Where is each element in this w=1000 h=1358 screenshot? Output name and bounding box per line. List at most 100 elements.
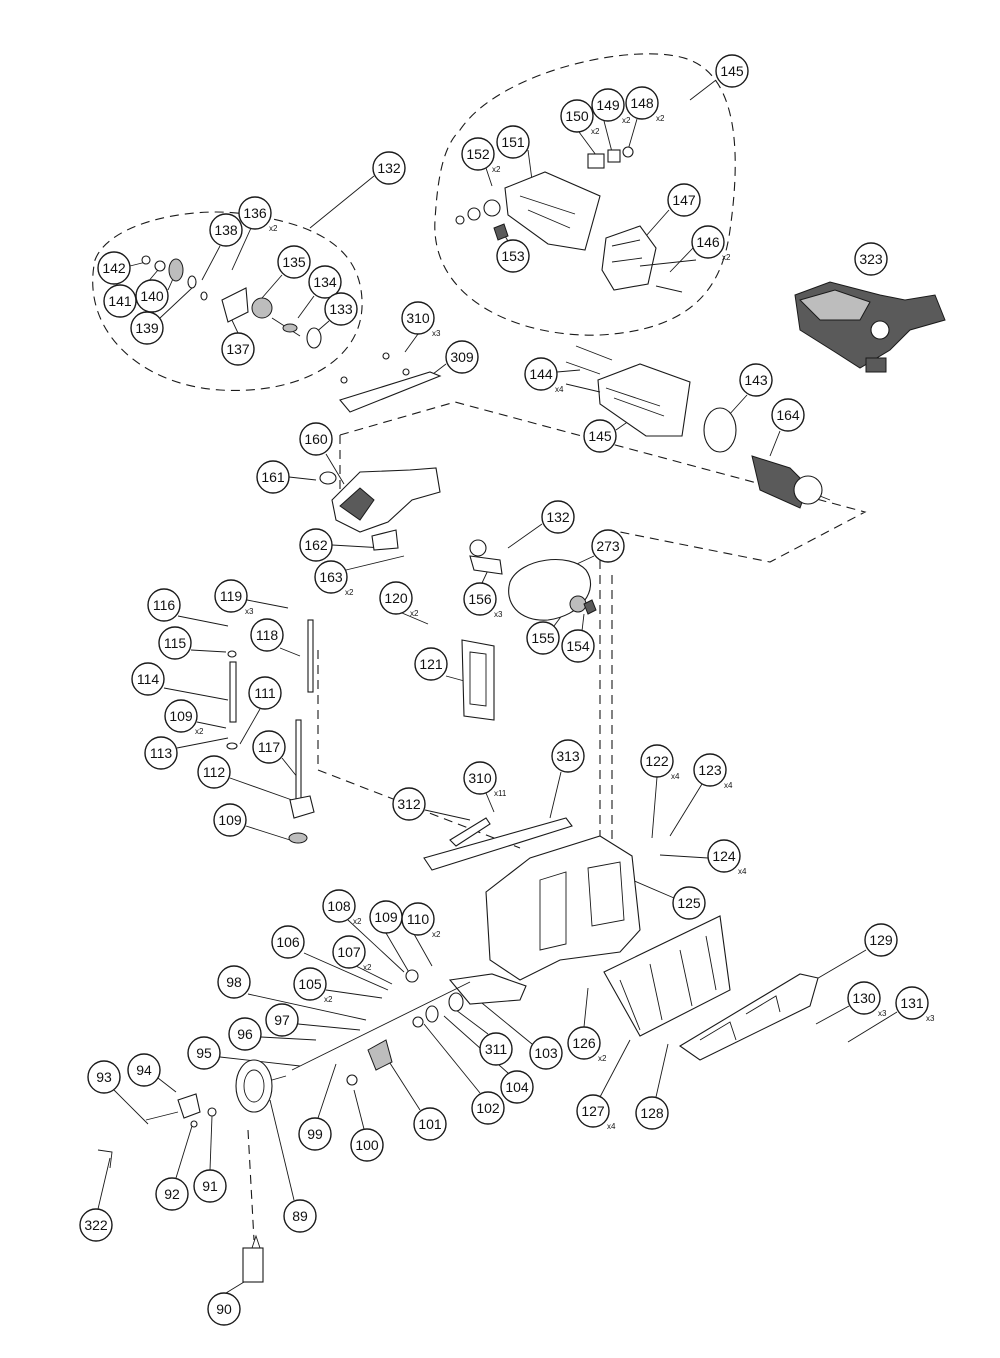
callout-quantity: x3 xyxy=(878,1009,887,1018)
callout-number: 93 xyxy=(96,1069,112,1085)
callout-circle xyxy=(691,225,725,259)
callout-number: 142 xyxy=(102,260,126,276)
callout-number: 116 xyxy=(153,597,176,613)
callout-number: 145 xyxy=(720,63,744,79)
callout-circle xyxy=(583,419,617,453)
callout-number: 140 xyxy=(140,288,164,304)
callout-number: 99 xyxy=(307,1126,323,1142)
callout-circle xyxy=(895,986,929,1020)
callout-133: 133 xyxy=(324,292,358,326)
callout-circle xyxy=(130,311,164,345)
callout-quantity: x2 xyxy=(269,224,278,233)
callout-115: 115 xyxy=(158,626,192,660)
callout-circle xyxy=(561,629,595,663)
callout-quantity: x2 xyxy=(410,609,419,618)
callout-number: 139 xyxy=(135,320,159,336)
hex-key-322-icon xyxy=(97,1149,113,1169)
callout-circle xyxy=(526,621,560,655)
callout-circle xyxy=(79,1208,113,1242)
callout-number: 138 xyxy=(214,222,238,238)
callout-number: 152 xyxy=(466,146,490,162)
callout-132: 132 xyxy=(541,500,575,534)
label-90-icon xyxy=(242,1234,264,1283)
callout-circle xyxy=(293,967,327,1001)
callout-circle xyxy=(864,923,898,957)
callout-number: 323 xyxy=(859,251,883,267)
callout-number: 148 xyxy=(630,95,654,111)
callout-number: 101 xyxy=(418,1116,442,1132)
callout-labels: 145148x2149x2150x2152x2151147146x2153132… xyxy=(79,54,935,1326)
callout-quantity: x4 xyxy=(607,1122,616,1131)
callout-circle xyxy=(463,582,497,616)
callout-circle xyxy=(567,1026,601,1060)
callout-311: 311 xyxy=(479,1032,513,1066)
callout-number: 121 xyxy=(419,656,443,672)
callout-number: 156 xyxy=(468,591,492,607)
callout-circle xyxy=(238,196,272,230)
callout-number: 118 xyxy=(256,627,279,643)
callout-circle xyxy=(672,886,706,920)
callout-circle xyxy=(299,422,333,456)
callout-number: 100 xyxy=(355,1137,379,1153)
callout-113: 113 xyxy=(144,736,178,770)
armature-164-icon xyxy=(751,455,831,509)
callout-circle xyxy=(308,265,342,299)
callout-number: 109 xyxy=(218,812,242,828)
rods-and-lift-114-118-icon xyxy=(226,619,315,844)
callout-number: 90 xyxy=(216,1301,232,1317)
callout-quantity: x2 xyxy=(324,995,333,1004)
callout-number: 144 xyxy=(529,366,553,382)
callout-number: 132 xyxy=(377,160,401,176)
callout-circle xyxy=(214,579,248,613)
callout-number: 161 xyxy=(261,469,285,485)
callout-309: 309 xyxy=(445,340,479,374)
callout-94: 94 xyxy=(127,1053,161,1087)
callout-circle xyxy=(854,242,888,276)
callout-circle xyxy=(250,618,284,652)
motor-housing-151-icon xyxy=(455,146,634,251)
callout-circle xyxy=(228,1017,262,1051)
callout-circle xyxy=(560,99,594,133)
callout-number: 154 xyxy=(566,638,590,654)
callout-162: 162 xyxy=(299,528,333,562)
callout-circle xyxy=(221,332,255,366)
callout-quantity: x2 xyxy=(363,963,372,972)
callout-number: 150 xyxy=(565,108,589,124)
callout-number: 117 xyxy=(258,739,281,755)
callout-circle xyxy=(207,1292,241,1326)
callout-number: 143 xyxy=(744,372,768,388)
callout-circle xyxy=(144,736,178,770)
callout-number: 109 xyxy=(169,708,193,724)
callout-circle xyxy=(252,730,286,764)
callout-number: 313 xyxy=(556,748,580,764)
callout-circle xyxy=(461,137,495,171)
callout-quantity: x3 xyxy=(245,607,254,616)
callout-circle xyxy=(625,86,659,120)
callout-160: 160 xyxy=(299,422,333,456)
callout-circle xyxy=(147,588,181,622)
callout-number: 111 xyxy=(254,685,275,701)
callout-quantity: x3 xyxy=(494,610,503,619)
callout-quantity: x4 xyxy=(738,867,747,876)
callout-104: 104 xyxy=(500,1070,534,1104)
callout-number: 110 xyxy=(407,911,430,927)
field-coil-147-icon xyxy=(601,225,697,293)
callout-number: 92 xyxy=(164,1186,180,1202)
motor-housing-145-icon xyxy=(565,345,737,453)
callout-139: 139 xyxy=(130,311,164,345)
callout-circle xyxy=(332,935,366,969)
callout-118: 118 xyxy=(250,618,284,652)
callout-circle xyxy=(591,88,625,122)
callout-circle xyxy=(158,626,192,660)
callout-number: 115 xyxy=(164,635,187,651)
callout-number: 163 xyxy=(319,569,343,585)
callout-number: 95 xyxy=(196,1045,212,1061)
callout-circle xyxy=(401,902,435,936)
